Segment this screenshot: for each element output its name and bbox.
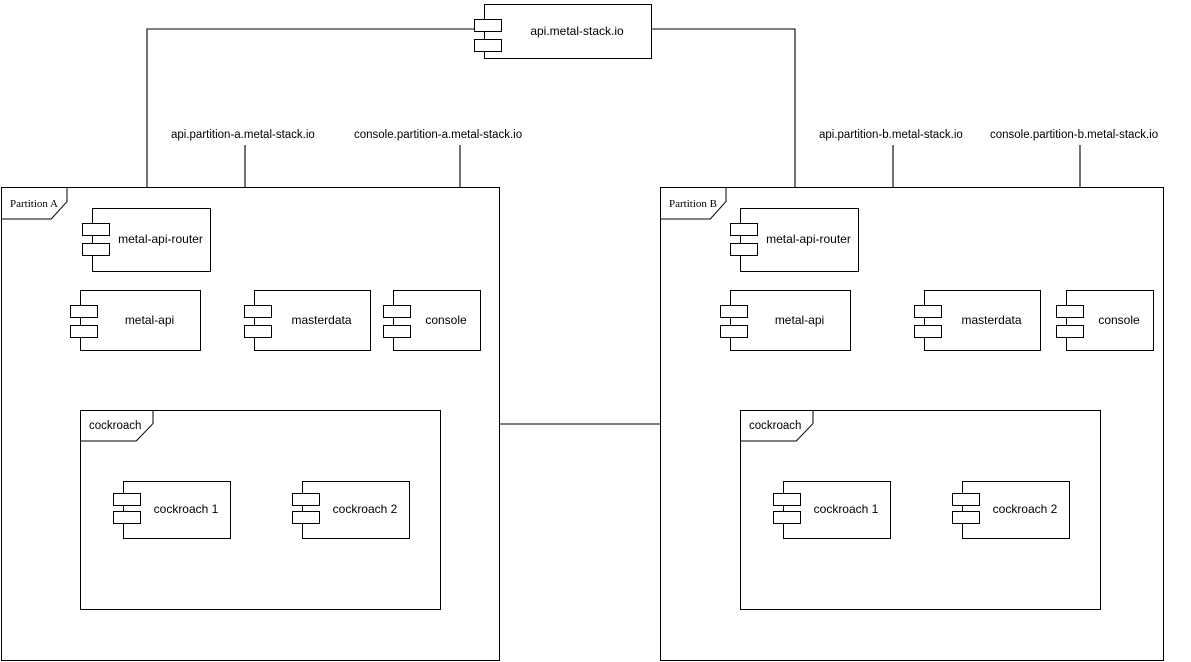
component-metal-api-a[interactable]: metal-api [70, 290, 201, 351]
component-label: masterdata [961, 312, 1022, 327]
component-port-top-icon [720, 305, 748, 318]
partition-b-tab: Partition B [660, 187, 726, 219]
component-port-top-icon [70, 305, 98, 318]
component-label: cockroach 1 [813, 502, 879, 517]
component-port-bottom-icon [914, 325, 942, 338]
component-label: api.metal-stack.io [530, 23, 624, 38]
component-metal-api-router-a[interactable]: metal-api-router [82, 208, 211, 272]
component-port-bottom-icon [730, 243, 758, 256]
edge-api-to-router-b [652, 28, 799, 207]
component-port-bottom-icon [113, 511, 141, 524]
component-port-bottom-icon [773, 511, 801, 524]
component-port-bottom-icon [720, 325, 748, 338]
component-port-top-icon [244, 305, 272, 318]
component-metal-api-router-b[interactable]: metal-api-router [730, 208, 859, 272]
cockroach-a-label: cockroach [89, 420, 142, 432]
component-port-bottom-icon [82, 243, 110, 256]
component-port-top-icon [773, 493, 801, 506]
component-label: cockroach 2 [992, 502, 1058, 517]
component-port-top-icon [730, 223, 758, 236]
edge-api-to-router-a [143, 28, 484, 207]
component-label: cockroach 2 [332, 502, 398, 517]
component-label: metal-api-router [118, 232, 203, 247]
component-port-top-icon [383, 305, 411, 318]
component-masterdata-b[interactable]: masterdata [914, 290, 1041, 351]
component-port-top-icon [82, 223, 110, 236]
partition-tab-cut-icon [661, 188, 726, 219]
component-label: metal-api [124, 312, 175, 327]
component-port-top-icon [952, 493, 980, 506]
partition-a-tab: Partition A [1, 187, 67, 219]
cockroach-tab-cut-icon [81, 411, 153, 441]
api-partition-a-label: api.partition-a.metal-stack.io [171, 129, 315, 141]
partition-tab-cut-icon [2, 188, 67, 219]
component-label: console [1098, 312, 1140, 327]
component-port-bottom-icon [292, 511, 320, 524]
component-cockroach-2-a[interactable]: cockroach 2 [292, 481, 410, 539]
component-port-top-icon [474, 19, 502, 32]
component-cockroach-1-a[interactable]: cockroach 1 [113, 481, 231, 539]
component-port-top-icon [914, 305, 942, 318]
component-port-bottom-icon [952, 511, 980, 524]
cockroach-tab-cut-icon [741, 411, 813, 441]
partition-a-label: Partition A [10, 197, 58, 210]
component-label: metal-api [774, 312, 825, 327]
cockroach-b-tab: cockroach [740, 410, 813, 441]
component-port-top-icon [1056, 305, 1084, 318]
component-console-a[interactable]: console [383, 290, 481, 351]
component-port-bottom-icon [1056, 325, 1084, 338]
cockroach-b-label: cockroach [749, 420, 802, 432]
console-partition-b-label: console.partition-b.metal-stack.io [990, 129, 1159, 141]
component-masterdata-a[interactable]: masterdata [244, 290, 371, 351]
cockroach-a-tab: cockroach [80, 410, 153, 441]
component-cockroach-1-b[interactable]: cockroach 1 [773, 481, 891, 539]
component-port-bottom-icon [383, 325, 411, 338]
component-console-b[interactable]: console [1056, 290, 1154, 351]
component-label: masterdata [291, 312, 352, 327]
component-metal-api-b[interactable]: metal-api [720, 290, 851, 351]
console-partition-a-label: console.partition-a.metal-stack.io [354, 129, 523, 141]
component-api-metal-stack-io[interactable]: api.metal-stack.io [474, 4, 652, 59]
component-port-bottom-icon [244, 325, 272, 338]
api-partition-b-label: api.partition-b.metal-stack.io [819, 129, 963, 141]
component-label: console [425, 312, 467, 327]
component-label: metal-api-router [766, 232, 851, 247]
component-port-top-icon [292, 493, 320, 506]
component-port-bottom-icon [70, 325, 98, 338]
component-cockroach-2-b[interactable]: cockroach 2 [952, 481, 1070, 539]
component-port-top-icon [113, 493, 141, 506]
component-port-bottom-icon [474, 39, 502, 52]
component-label: cockroach 1 [153, 502, 219, 517]
